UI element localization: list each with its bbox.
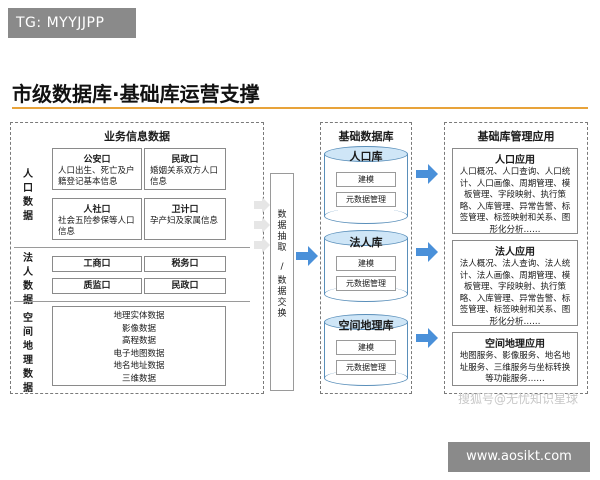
- population-app-body: 人口概况、人口查询、人口统计、人口画像、周期管理、模板管理、字段映射、执行策略、…: [459, 167, 571, 235]
- source-arrows: [254, 197, 270, 253]
- legal-app-title: 法人应用: [495, 247, 535, 258]
- base-app-panel: [444, 122, 588, 394]
- right-arrow-icon: [296, 246, 318, 266]
- spatial-db-metadata: 元数据管理: [336, 360, 396, 375]
- legal-app-box: 法人应用 法人概况、法人查询、法人统计、法人画像、周期管理、模板管理、字段映射、…: [452, 240, 578, 327]
- tag-label: TG: MYYJJPP: [8, 8, 136, 38]
- exchange-slash: /: [280, 262, 284, 272]
- public-security-cell: 公安口 人口出生、死亡及户籍登记基本信息: [52, 148, 142, 190]
- business-data-panel: [10, 122, 264, 394]
- health-title: 卫计口: [171, 205, 199, 215]
- population-app-title: 人口应用: [495, 155, 535, 166]
- legal-db-name: 法人库: [349, 236, 383, 249]
- civil-affairs-cell-2: 民政口: [144, 278, 226, 294]
- spatial-item: 电子地图数据: [113, 348, 165, 359]
- social-security-cell: 人社口 社会五险参保等人口信息: [52, 198, 142, 240]
- industry-commerce-cell: 工商口: [52, 256, 142, 272]
- social-security-body: 社会五险参保等人口信息: [58, 216, 135, 237]
- population-db-modeling: 建模: [336, 172, 396, 187]
- spatial-item: 高程数据: [121, 336, 156, 346]
- social-security-title: 人社口: [83, 205, 111, 215]
- light-arrow-icon: [254, 197, 270, 213]
- civil-affairs-body-1: 婚姻关系双方人口信息: [150, 166, 219, 187]
- light-arrow-icon: [254, 217, 270, 233]
- title-divider: [12, 107, 588, 109]
- exchange-arrow: [296, 246, 318, 266]
- page-title: 市级数据库·基础库运营支撑: [12, 82, 260, 106]
- section-divider-2: [14, 301, 250, 302]
- health-body: 孕产妇及家属信息: [150, 216, 219, 226]
- data-exchange-box: [270, 173, 294, 391]
- section-divider-1: [14, 247, 250, 248]
- right-arrow-icon: [416, 164, 438, 184]
- business-data-title: 业务信息数据: [104, 130, 170, 143]
- legal-data-label: 法人数据: [23, 253, 33, 306]
- legal-db-cap: [324, 230, 408, 246]
- right-arrow-icon: [416, 328, 438, 348]
- population-db-metadata: 元数据管理: [336, 192, 396, 207]
- public-security-body: 人口出生、死亡及户籍登记基本信息: [58, 166, 135, 187]
- spatial-item: 地名地址数据: [113, 361, 165, 371]
- spatial-item: 地理实体数据: [113, 311, 165, 321]
- spatial-db-modeling: 建模: [336, 340, 396, 355]
- spatial-db-name: 空间地理库: [338, 319, 394, 332]
- civil-affairs-cell-1: 民政口 婚姻关系双方人口信息: [144, 148, 226, 190]
- quality-cell: 质监口: [52, 278, 142, 294]
- spatial-app-body: 地图服务、影像服务、地名地址服务、三维服务与坐标转换等功能服务……: [459, 351, 571, 384]
- civil-affairs-title-1: 民政口: [171, 155, 199, 165]
- spatial-items-box: 地理实体数据 影像数据 高程数据 电子地图数据 地名地址数据 三维数据: [52, 306, 226, 386]
- spatial-db-cap: [324, 314, 408, 330]
- exchange-col2: 数据交换: [277, 276, 287, 319]
- legal-db-metadata: 元数据管理: [336, 276, 396, 291]
- health-cell: 卫计口 孕产妇及家属信息: [144, 198, 226, 240]
- legal-app-body: 法人概况、法人查询、法人统计、法人画像、周期管理、模板管理、字段映射、执行策略、…: [459, 259, 571, 327]
- public-security-title: 公安口: [83, 155, 111, 165]
- spatial-app-title: 空间地理应用: [485, 339, 545, 350]
- population-db-cap: [324, 146, 408, 162]
- spatial-app-box: 空间地理应用 地图服务、影像服务、地名地址服务、三维服务与坐标转换等功能服务……: [452, 332, 578, 386]
- base-app-title: 基础库管理应用: [477, 130, 555, 143]
- legal-db-modeling: 建模: [336, 256, 396, 271]
- base-db-panel: [320, 122, 412, 394]
- light-arrow-icon: [254, 237, 270, 253]
- spatial-item: 影像数据: [121, 323, 156, 334]
- base-db-title: 基础数据库: [338, 130, 394, 143]
- spatial-item: 三维数据: [121, 373, 156, 384]
- spatial-data-label: 空间地理数据: [23, 313, 33, 394]
- population-db-bottom: [324, 208, 408, 224]
- app-arrows: [416, 164, 438, 348]
- tax-cell: 税务口: [144, 256, 226, 272]
- exchange-col1: 数据抽取: [277, 210, 287, 253]
- population-db-name: 人口库: [349, 150, 383, 163]
- population-app-box: 人口应用 人口概况、人口查询、人口统计、人口画像、周期管理、模板管理、字段映射、…: [452, 148, 578, 235]
- footer-url: www.aosikt.com: [448, 442, 590, 472]
- population-data-label: 人口数据: [23, 169, 33, 222]
- watermark-text: 搜狐号@无忧知识星球: [458, 392, 579, 406]
- right-arrow-icon: [416, 242, 438, 262]
